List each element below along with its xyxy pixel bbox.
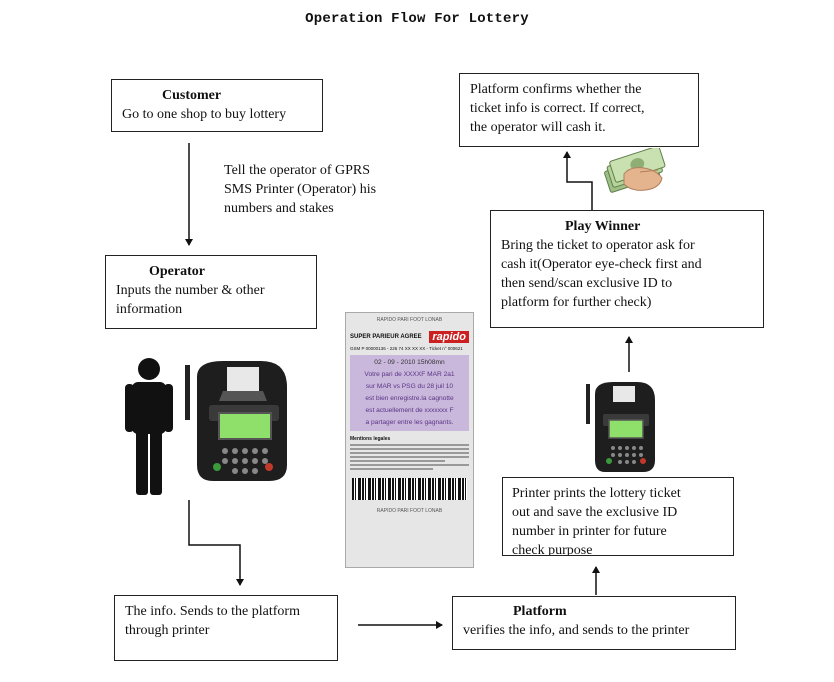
printer-prints-line: check purpose [512, 543, 593, 556]
platform-confirms-box: Platform confirms whether the ticket inf… [459, 73, 699, 147]
gprs-printer-small-icon [586, 382, 655, 472]
customer-text: Go to one shop to buy lottery [122, 107, 287, 122]
ticket-line: est bien enregistre.la cagnotte [365, 395, 454, 402]
customer-box: Customer Go to one shop to buy lottery [111, 79, 323, 132]
platform-text: verifies the info, and sends to the prin… [463, 623, 690, 638]
lottery-ticket-image: RAPIDO PARI FOOT LONAB SUPER PARIEUR AGR… [345, 312, 474, 568]
person-icon [125, 358, 173, 495]
printer-prints-line: out and save the exclusive ID [512, 505, 678, 520]
ticket-fine-print [350, 444, 469, 470]
tell-note-line: Tell the operator of GPRS [224, 163, 370, 178]
arrow-winner-to-confirm [563, 151, 593, 210]
ticket-barcode [352, 478, 467, 500]
ticket-mentions: Mentions legales [350, 436, 391, 442]
gprs-printer-icon [185, 361, 287, 481]
operator-text-line: information [116, 302, 183, 317]
play-winner-line: cash it(Operator eye-check first and [501, 257, 702, 272]
page-title: Operation Flow For Lottery [305, 11, 529, 27]
operator-text-line: Inputs the number & other [116, 283, 265, 298]
ticket-header: RAPIDO PARI FOOT LONAB [376, 317, 443, 323]
printer-prints-line: number in printer for future [512, 524, 667, 539]
info-text-line: through printer [125, 623, 210, 638]
platform-box: Platform verifies the info, and sends to… [452, 596, 736, 650]
arrow-printer-to-info [188, 500, 244, 586]
platform-confirms-line: Platform confirms whether the [470, 82, 642, 97]
play-winner-line: then send/scan exclusive ID to [501, 276, 673, 291]
tell-operator-note: Tell the operator of GPRS SMS Printer (O… [224, 161, 376, 218]
ticket-line: a partager entre les gagnants. [365, 419, 454, 426]
printer-prints-box: Printer prints the lottery ticket out an… [502, 477, 734, 556]
operator-box: Operator Inputs the number & other infor… [105, 255, 317, 329]
ticket-agree: SUPER PARIEUR AGREE [350, 334, 422, 340]
ticket-footer: RAPIDO PARI FOOT LONAB [376, 508, 443, 514]
ticket-date: 02 - 09 - 2010 15h08mn [374, 359, 445, 366]
tell-note-line: numbers and stakes [224, 201, 334, 216]
customer-heading: Customer [162, 88, 222, 103]
info-sends-box: The info. Sends to the platform through … [114, 595, 338, 661]
ticket-gsm: GSM P 00000136 - 226 74 XX XX XX - Ticke… [350, 346, 463, 351]
ticket-line: sur MAR vs PSG du 28 juil 10 [365, 383, 454, 390]
tell-note-line: SMS Printer (Operator) his [224, 182, 377, 197]
play-winner-box: Play Winner Bring the ticket to operator… [490, 210, 764, 328]
printer-prints-line: Printer prints the lottery ticket [512, 486, 681, 501]
ticket-brand: rapido [429, 331, 469, 343]
ticket-line: est actuellement de xxxxxxx F [365, 407, 454, 414]
platform-confirms-line: the operator will cash it. [470, 120, 606, 135]
play-winner-line: platform for further check) [501, 295, 652, 310]
play-winner-line: Bring the ticket to operator ask for [501, 238, 695, 253]
platform-heading: Platform [513, 604, 567, 619]
ticket-line: Votre pari de XXXXF MAR 2a1 [364, 371, 455, 378]
cash-hand-icon [604, 148, 666, 193]
info-text-line: The info. Sends to the platform [125, 604, 300, 619]
operator-heading: Operator [149, 264, 205, 279]
platform-confirms-line: ticket info is correct. If correct, [470, 101, 645, 116]
play-winner-heading: Play Winner [565, 219, 641, 234]
